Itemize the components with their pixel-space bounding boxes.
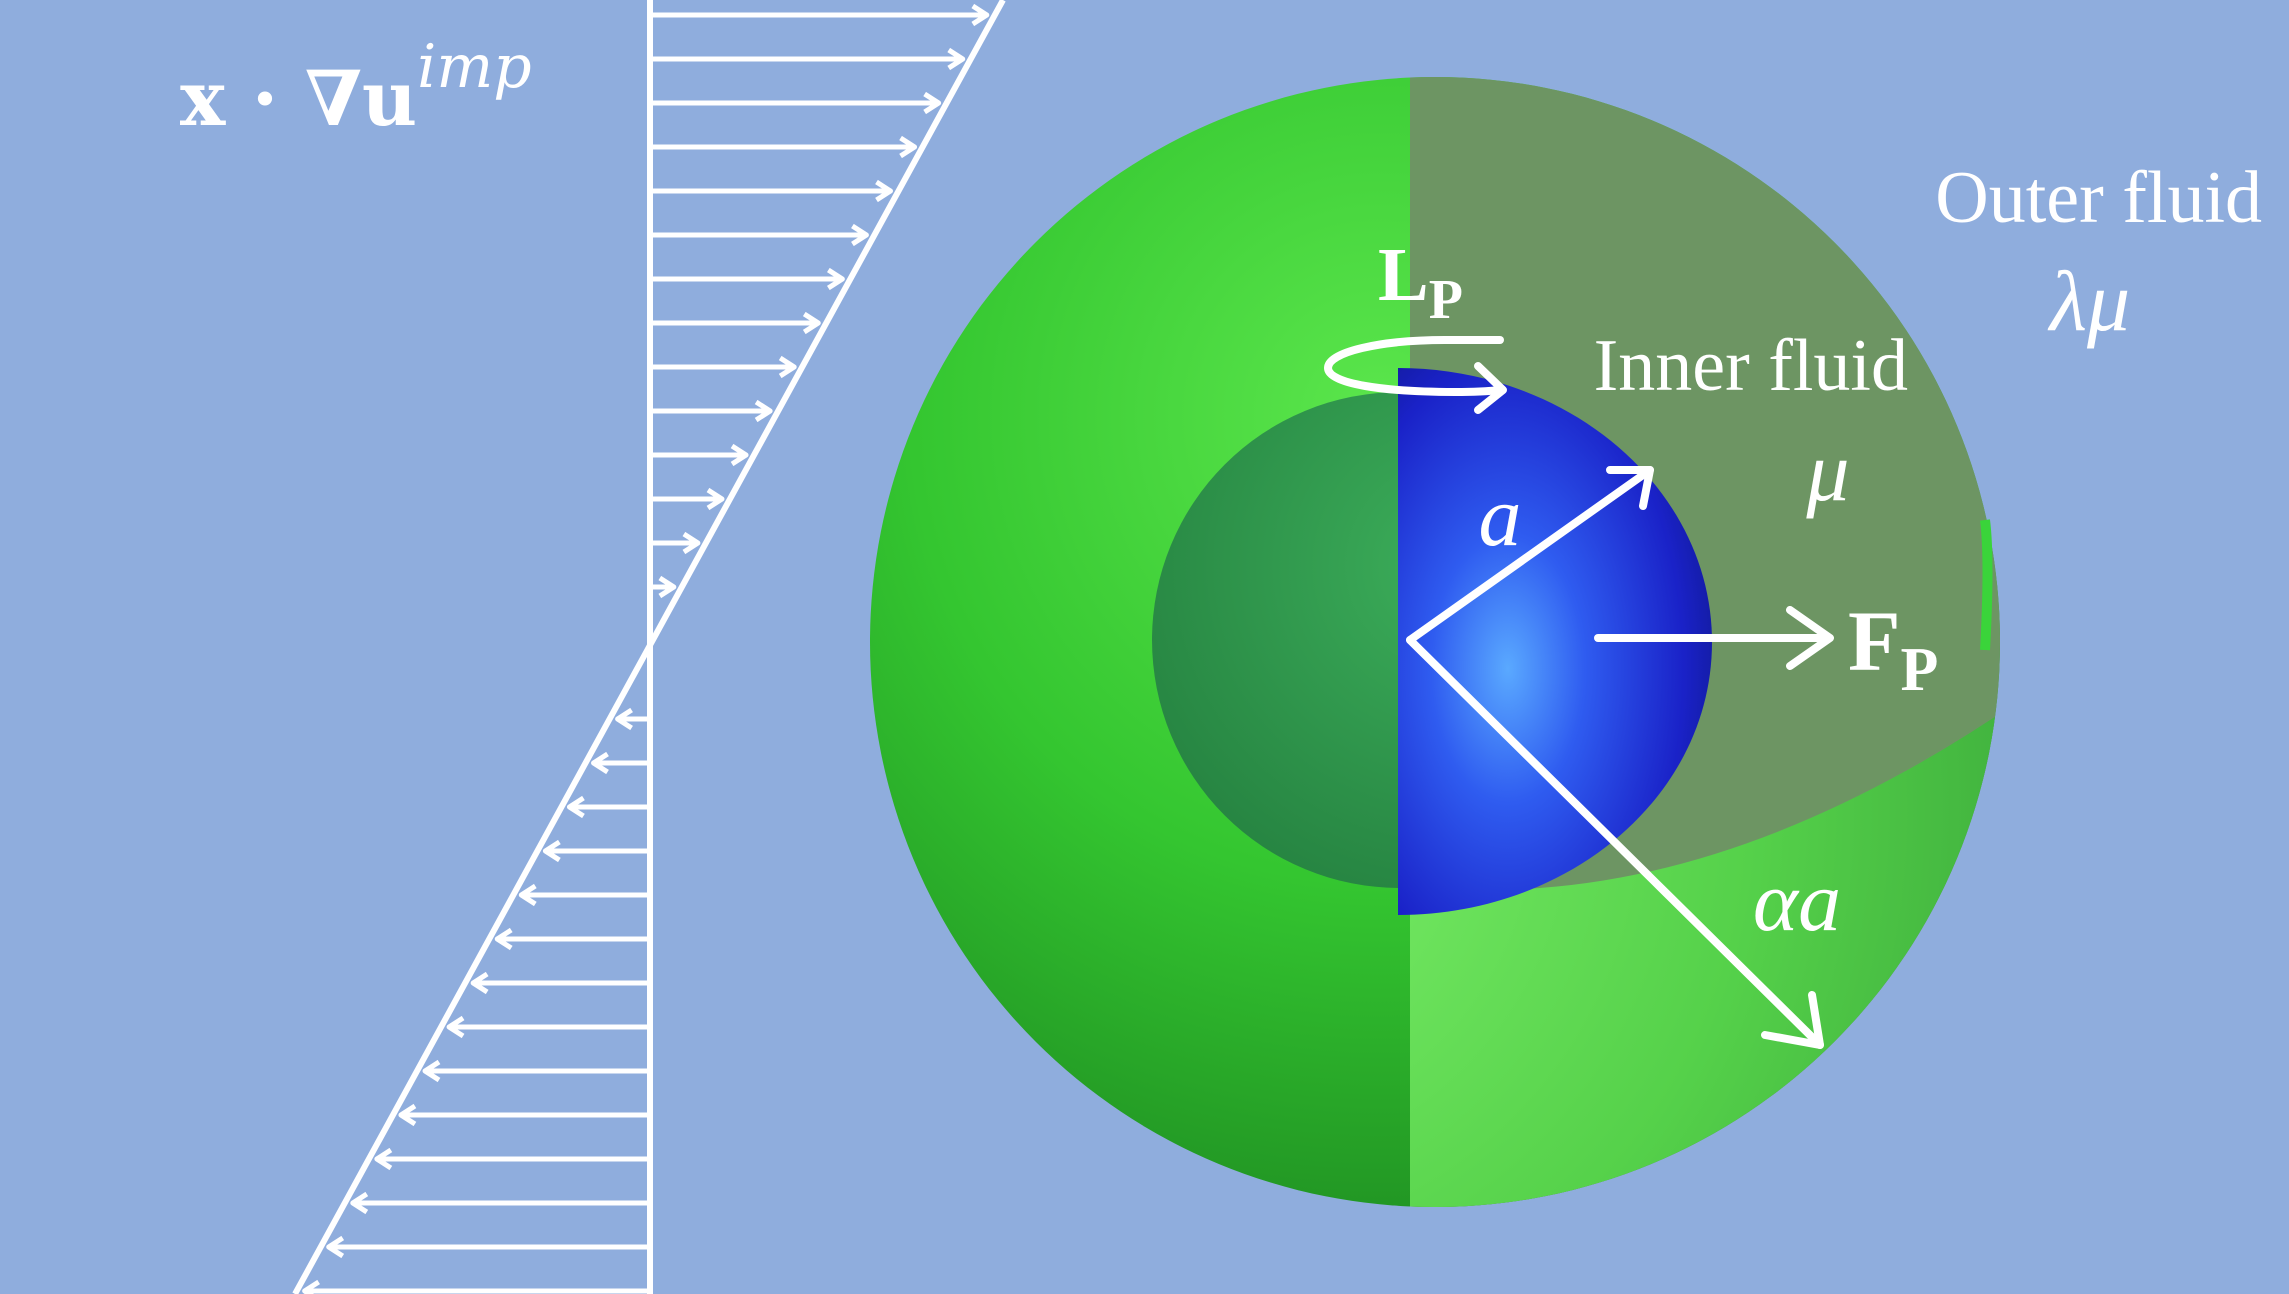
torque-label: LP xyxy=(1378,233,1463,331)
shear-flow-profile xyxy=(292,0,1006,1294)
shear-arrow xyxy=(650,311,821,335)
radius-inner-arrow xyxy=(1406,466,1654,644)
radius-outer-label: αa xyxy=(1753,853,1841,949)
shear-arrows xyxy=(302,3,990,1294)
shear-arrow xyxy=(650,47,966,71)
inner-viscosity-label: μ xyxy=(1805,423,1849,519)
profile-slope-line xyxy=(292,0,1006,1294)
inner-core xyxy=(1398,368,1712,915)
shear-arrow xyxy=(650,135,918,159)
shear-arrow xyxy=(650,531,701,555)
shear-arrow xyxy=(650,91,942,115)
shear-arrow xyxy=(446,1015,650,1039)
shear-arrow xyxy=(494,927,650,951)
shear-arrow xyxy=(542,839,650,863)
shear-arrow xyxy=(650,487,725,511)
shear-arrow xyxy=(591,751,650,775)
inner-fluid-label: Inner fluid xyxy=(1594,325,1908,407)
radius-outer-arrow xyxy=(1406,636,1824,1049)
shear-arrow xyxy=(302,1279,650,1294)
shear-arrow xyxy=(650,179,893,203)
outer-viscosity-label: λμ xyxy=(2047,253,2130,349)
shear-arrow xyxy=(650,355,797,379)
shear-arrow xyxy=(650,267,845,291)
shear-arrow xyxy=(650,3,990,27)
force-label: FP xyxy=(1848,593,1938,704)
shear-arrow xyxy=(650,399,773,423)
shear-arrow xyxy=(350,1191,650,1215)
shear-arrow xyxy=(374,1147,650,1171)
shear-arrow xyxy=(615,707,650,731)
radius-inner-label: a xyxy=(1479,468,1522,564)
shear-label: x · ∇uimp xyxy=(180,32,532,143)
shear-arrow xyxy=(650,575,677,599)
shear-arrow xyxy=(422,1059,650,1083)
vectors xyxy=(1323,336,1834,1049)
shear-arrow xyxy=(518,883,650,907)
shear-arrow xyxy=(326,1235,650,1259)
shear-arrow xyxy=(650,223,869,247)
shear-arrow xyxy=(470,971,650,995)
shear-arrow xyxy=(650,443,749,467)
shear-arrow xyxy=(566,795,650,819)
shear-arrow xyxy=(398,1103,650,1127)
outer-fluid-label: Outer fluid xyxy=(1935,157,2262,239)
torque-rotation-icon xyxy=(1323,336,1507,414)
